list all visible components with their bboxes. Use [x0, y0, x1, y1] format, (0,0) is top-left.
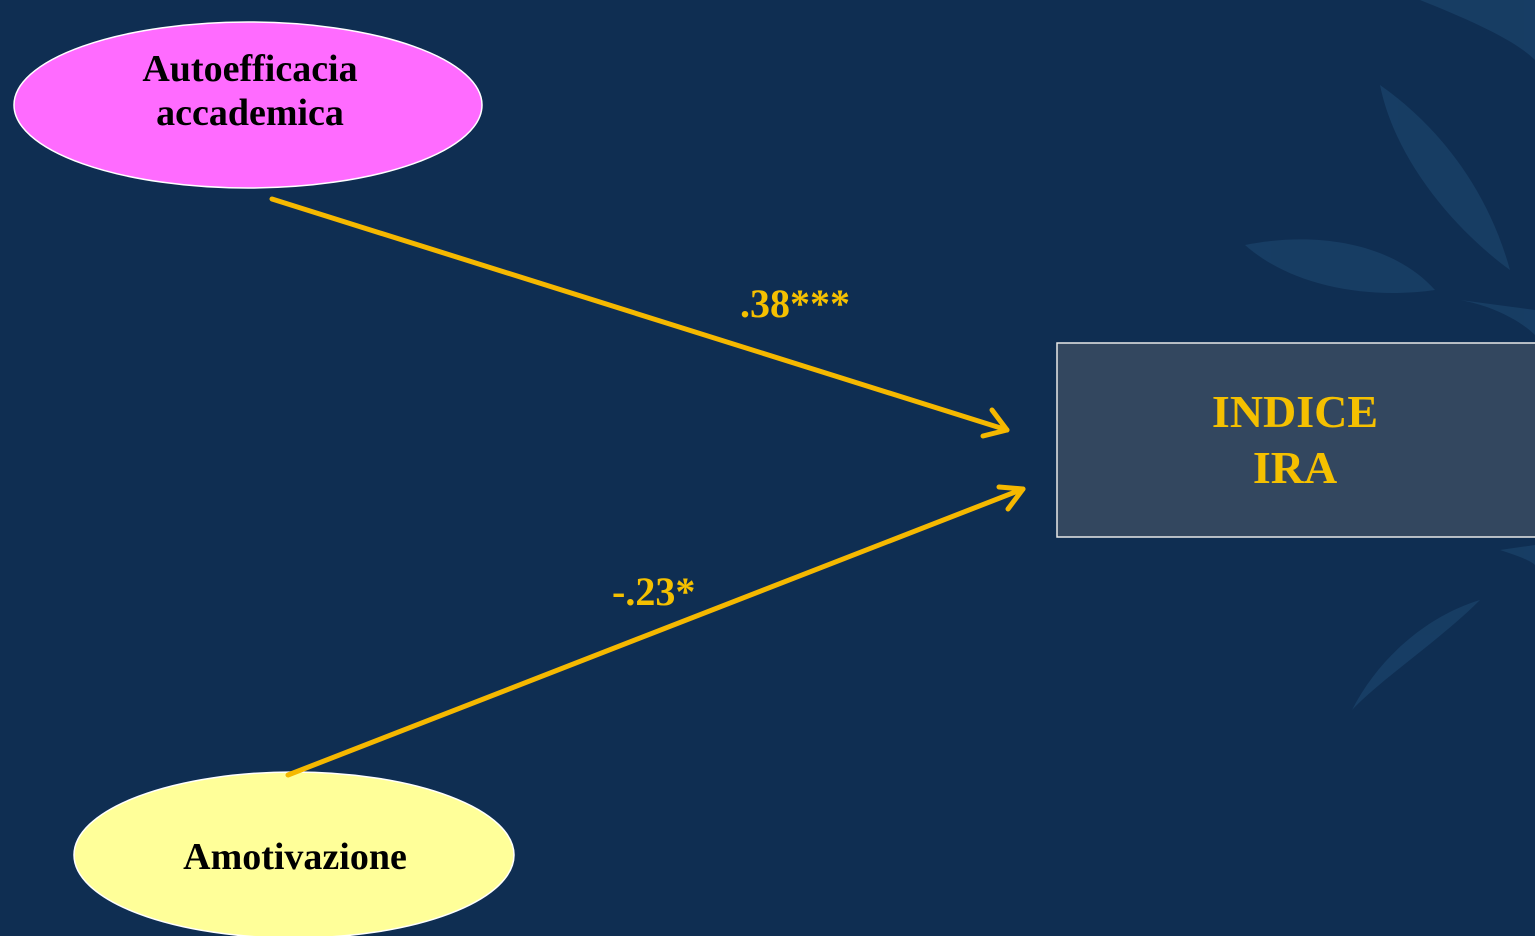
arrow-amotivazione-to-outcome	[285, 486, 1026, 778]
outcome-node	[1056, 342, 1535, 538]
leaf-shape	[1420, 0, 1535, 60]
coefficient-amotivazione: -.23*	[612, 569, 696, 614]
leaf-shape	[1460, 300, 1535, 335]
arrow-autoefficacia-to-outcome	[269, 196, 1010, 433]
amotivazione-label: Amotivazione	[183, 836, 407, 878]
outcome-label: INDICE IRA	[1211, 386, 1379, 494]
background-leaves	[1245, 0, 1535, 710]
coefficient-autoefficacia: .38***	[740, 281, 850, 326]
autoefficacia-node	[13, 21, 483, 189]
arrowhead-autoefficacia	[980, 407, 1010, 439]
arrowhead-amotivazione	[996, 484, 1026, 512]
leaf-shape	[1500, 545, 1535, 565]
leaf-shape	[1352, 600, 1480, 710]
leaf-shape	[1245, 239, 1435, 293]
path-arrows	[269, 196, 1026, 778]
leaf-shape	[1380, 85, 1510, 270]
autoefficacia-label: Autoefficacia accademica	[142, 48, 358, 134]
